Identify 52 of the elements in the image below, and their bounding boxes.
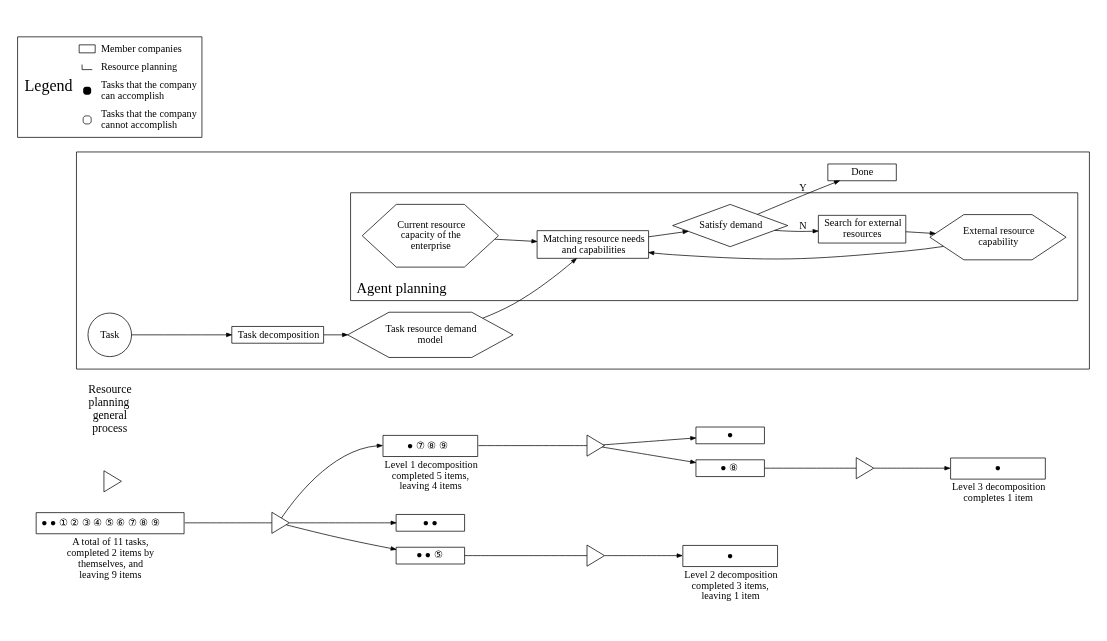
node-label: A total of 11 tasks, completed 2 items by themselves, and leaving 9 items [66,535,155,580]
legend-label: Tasks that the company can accomplish [101,78,197,101]
legend-label: Member companies [101,42,182,54]
node-box: Search for external resources [818,214,907,243]
arrow [285,524,397,551]
node-label: Level 1 decomposition completed 5 items, leaving 4 items [384,458,478,491]
arrow [281,443,383,518]
arrow [602,435,697,445]
label: Legend [24,76,73,94]
node-box: Task decomposition [231,325,324,344]
node-box: Matching resource needs and capabilities [536,229,649,259]
legend-label: Resource planning [101,60,178,72]
cluster [76,151,1090,369]
connector [184,521,273,523]
arrow [494,238,538,243]
arrow [905,230,936,235]
node-diamond: Satisfy demand [672,203,789,247]
node-box: ● ● ⑤ [395,546,465,564]
arrow [289,520,397,525]
node-circle: Task [87,312,132,357]
node-box: ● ⑦ ⑧ ⑨ [382,434,479,457]
arrow [648,245,944,259]
node-triangle [103,469,122,492]
arrow [601,446,697,464]
arrow [873,465,951,470]
node-triangle [586,544,605,567]
node-box: ● [695,426,765,444]
connector [478,444,588,446]
arrow [757,179,840,215]
node-triangle [586,434,605,457]
arrow [604,552,683,558]
node-box: Done [827,163,897,181]
edge-label: Y [799,181,807,193]
node-triangle [271,511,290,534]
arrow [482,257,577,318]
arrow [323,332,348,337]
arrow [648,229,689,237]
node-label: Resource planning general process [88,382,132,435]
legend-label: Tasks that the company cannot accomplish [101,107,197,130]
arrow [131,332,232,337]
node-box: ● ● [395,513,465,532]
node-label: Level 3 decomposition completes 1 item [952,480,1046,503]
node-label: Level 2 decomposition completed 3 items, leaving 1 item [684,568,778,601]
connector [764,467,857,469]
node-box: ● [682,544,778,567]
edge-label: N [799,219,807,231]
node-box: ● [950,457,1046,479]
node-box: ● ● ① ② ③ ④ ⑤ ⑥ ⑦ ⑧ ⑨ [35,511,185,534]
node-box: ● ⑧ [695,458,765,477]
connector [464,554,588,556]
node-triangle [855,456,875,479]
arrow [774,228,819,233]
